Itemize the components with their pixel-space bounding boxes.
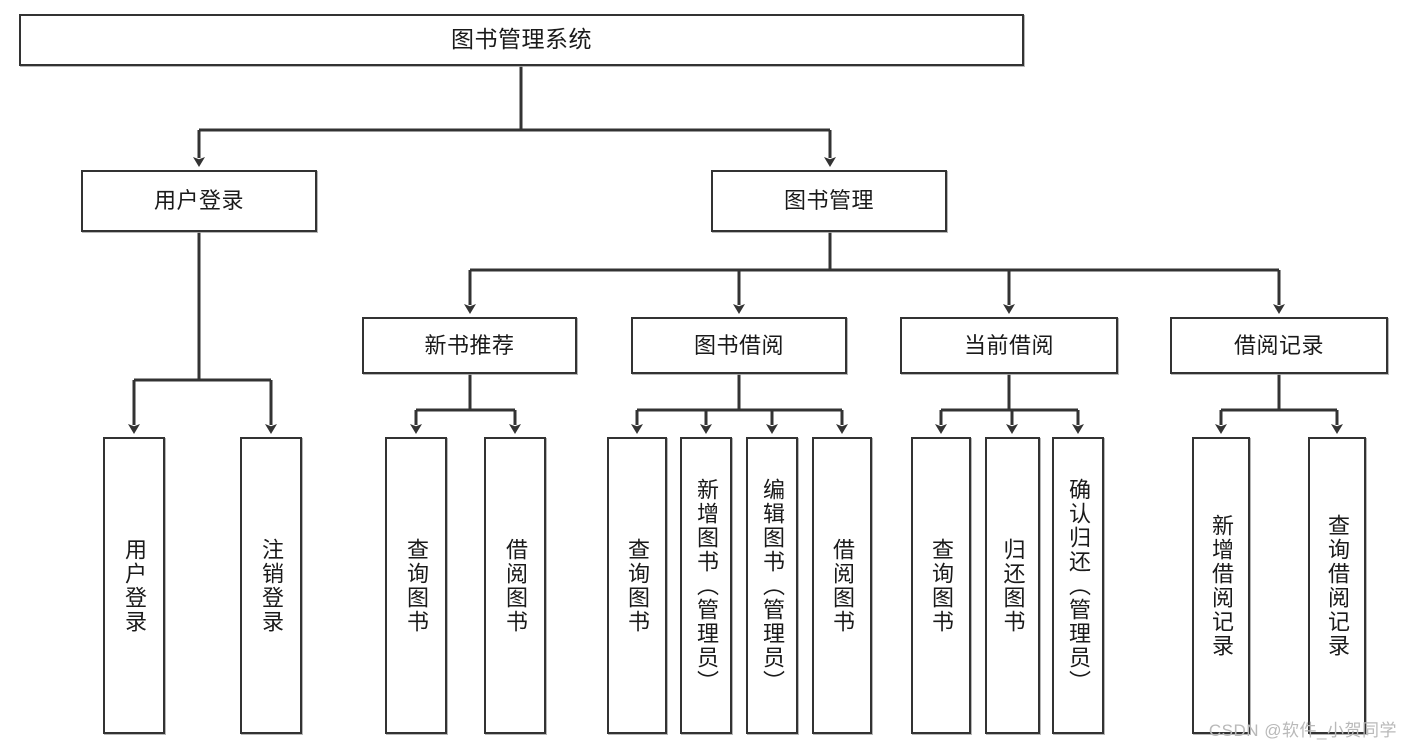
node-root[interactable]: 图书管理系统 [19, 14, 1024, 66]
node-leaf-add-borrow-record-label: 新增借阅记录 [1208, 513, 1234, 658]
node-leaf-query-book-1[interactable]: 查询图书 [385, 437, 447, 734]
node-leaf-add-borrow-record[interactable]: 新增借阅记录 [1192, 437, 1250, 734]
node-leaf-user-login[interactable]: 用户登录 [103, 437, 165, 734]
node-book-management[interactable]: 图书管理 [711, 170, 947, 232]
node-leaf-user-login-label: 用户登录 [121, 537, 147, 634]
node-book-borrow[interactable]: 图书借阅 [631, 317, 847, 374]
node-leaf-borrow-book-2-label: 借阅图书 [829, 537, 855, 634]
node-user-login[interactable]: 用户登录 [81, 170, 317, 232]
node-leaf-borrow-book-1-label: 借阅图书 [502, 537, 528, 634]
node-leaf-add-book-admin-label: 新增图书（管理员） [693, 477, 719, 694]
node-leaf-query-book-2[interactable]: 查询图书 [607, 437, 667, 734]
node-book-management-label: 图书管理 [783, 188, 874, 214]
node-leaf-confirm-return-admin-label: 确认归还（管理员） [1065, 477, 1091, 694]
node-leaf-return-book-label: 归还图书 [1000, 537, 1026, 634]
node-current-borrow[interactable]: 当前借阅 [900, 317, 1118, 374]
node-book-borrow-label: 图书借阅 [693, 332, 784, 358]
node-leaf-logout[interactable]: 注销登录 [240, 437, 302, 734]
node-leaf-query-book-3-label: 查询图书 [928, 537, 954, 634]
node-new-book-recommend-label: 新书推荐 [424, 332, 515, 358]
node-leaf-logout-label: 注销登录 [258, 537, 284, 634]
node-new-book-recommend[interactable]: 新书推荐 [362, 317, 577, 374]
node-leaf-borrow-book-1[interactable]: 借阅图书 [484, 437, 546, 734]
node-root-label: 图书管理系统 [451, 26, 592, 53]
node-borrow-record[interactable]: 借阅记录 [1170, 317, 1388, 374]
node-leaf-edit-book-admin-label: 编辑图书（管理员） [759, 477, 785, 694]
node-leaf-query-book-2-label: 查询图书 [624, 537, 650, 634]
node-borrow-record-label: 借阅记录 [1233, 332, 1324, 358]
node-leaf-return-book[interactable]: 归还图书 [985, 437, 1040, 734]
node-leaf-query-borrow-record-label: 查询借阅记录 [1324, 513, 1350, 658]
node-leaf-add-book-admin[interactable]: 新增图书（管理员） [680, 437, 732, 734]
watermark: CSDN @软件_小贺同学 [1208, 721, 1397, 740]
node-leaf-edit-book-admin[interactable]: 编辑图书（管理员） [746, 437, 798, 734]
node-leaf-query-book-3[interactable]: 查询图书 [911, 437, 971, 734]
node-user-login-label: 用户登录 [153, 188, 244, 214]
node-leaf-confirm-return-admin[interactable]: 确认归还（管理员） [1052, 437, 1104, 734]
node-leaf-query-book-1-label: 查询图书 [403, 537, 429, 634]
node-leaf-query-borrow-record[interactable]: 查询借阅记录 [1308, 437, 1366, 734]
node-current-borrow-label: 当前借阅 [963, 332, 1054, 358]
node-leaf-borrow-book-2[interactable]: 借阅图书 [812, 437, 872, 734]
